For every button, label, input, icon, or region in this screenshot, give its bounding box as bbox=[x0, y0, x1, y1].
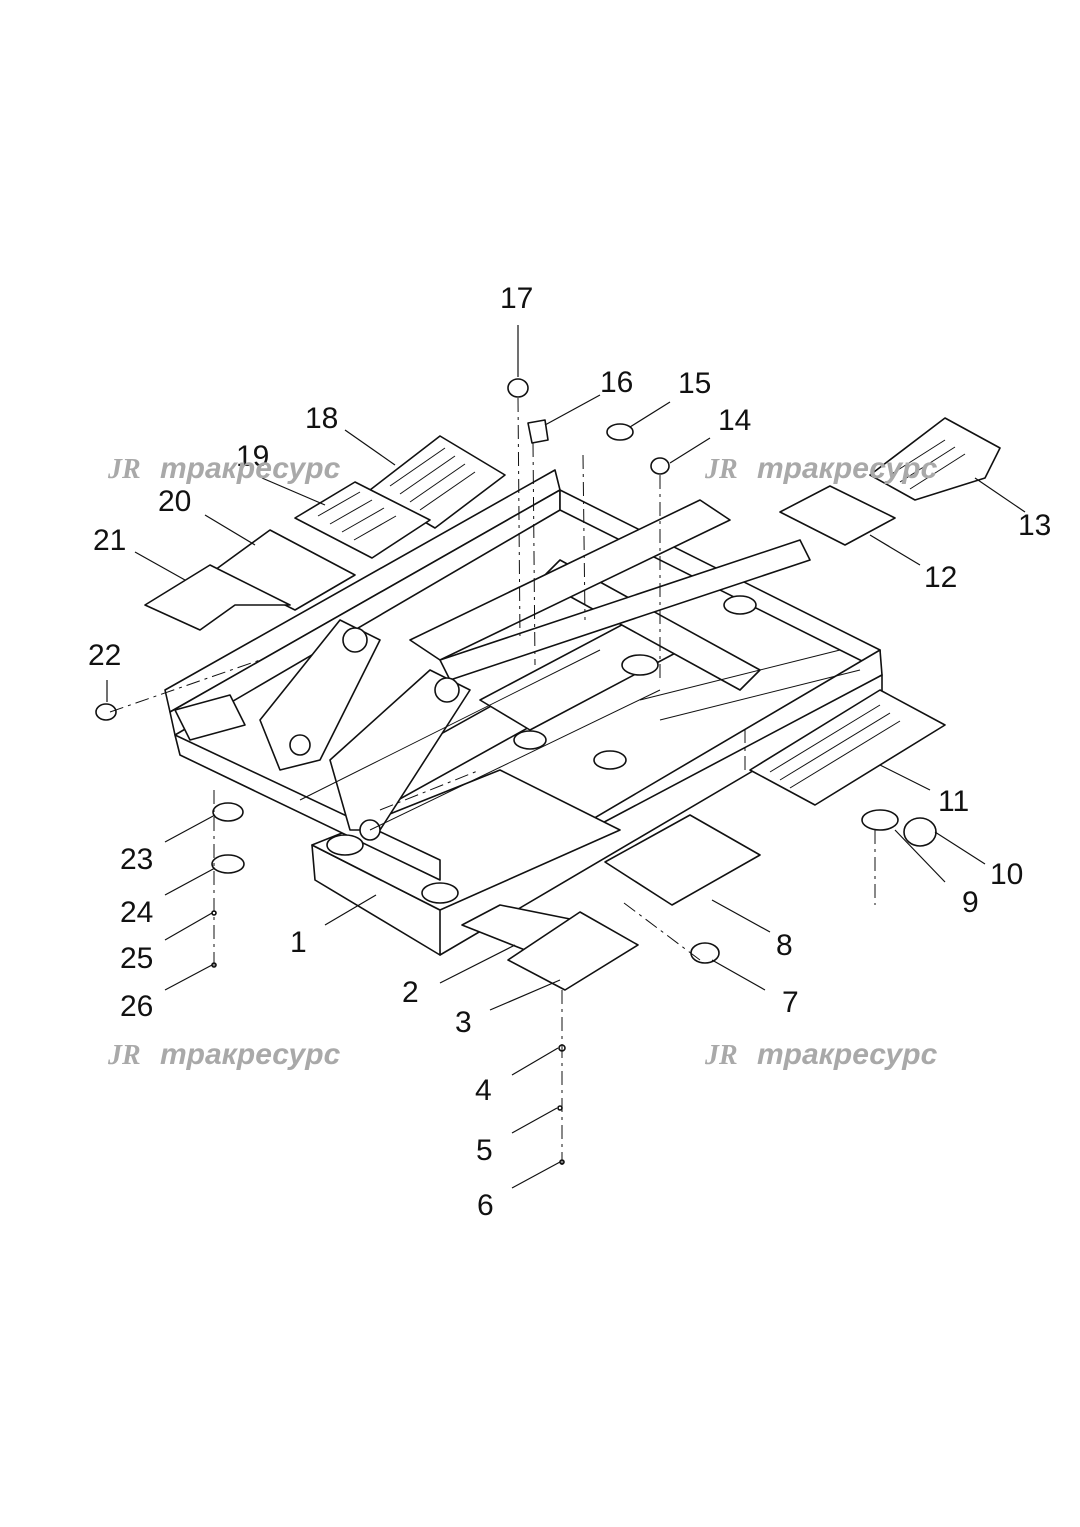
watermark-logo: JR bbox=[107, 1040, 141, 1071]
washer-5 bbox=[557, 1105, 563, 1111]
callout-19: 19 bbox=[236, 440, 269, 473]
callout-12: 12 bbox=[924, 561, 957, 594]
watermark-text: тракресурс bbox=[757, 1038, 938, 1071]
callout-22: 22 bbox=[88, 639, 121, 672]
seal-9 bbox=[861, 809, 899, 831]
watermark-bottom-right: JR тракресурс bbox=[704, 1038, 938, 1071]
callout-23: 23 bbox=[120, 843, 153, 876]
ring-10 bbox=[903, 817, 937, 847]
cover-plate-11 bbox=[749, 689, 946, 806]
cover-plate-21 bbox=[144, 564, 291, 631]
callout-6: 6 bbox=[477, 1189, 494, 1222]
seal-7 bbox=[690, 942, 720, 964]
callout-26: 26 bbox=[120, 990, 153, 1023]
callout-labels: 1 2 3 4 5 6 7 8 9 10 11 12 13 14 15 16 1… bbox=[88, 282, 1051, 1222]
callout-14: 14 bbox=[718, 404, 751, 437]
callout-10: 10 bbox=[990, 858, 1023, 891]
callout-16: 16 bbox=[600, 366, 633, 399]
callout-2: 2 bbox=[402, 976, 419, 1009]
cover-plate-8 bbox=[604, 814, 761, 906]
seal-23 bbox=[212, 802, 244, 822]
callout-8: 8 bbox=[776, 929, 793, 962]
callout-11: 11 bbox=[938, 785, 969, 818]
callout-7: 7 bbox=[782, 986, 799, 1019]
watermark-top-left: JR тракресурс bbox=[107, 452, 341, 485]
watermark-text: тракресурс bbox=[160, 1038, 341, 1071]
watermark-bottom-left: JR тракресурс bbox=[107, 1038, 341, 1071]
leader-lines bbox=[106, 325, 1026, 1189]
cover-plate-3 bbox=[507, 911, 639, 991]
callout-15: 15 bbox=[678, 367, 711, 400]
main-frame bbox=[164, 469, 883, 956]
callout-13: 13 bbox=[1018, 509, 1051, 542]
callout-3: 3 bbox=[455, 1006, 472, 1039]
callout-1: 1 bbox=[290, 926, 307, 959]
callout-25: 25 bbox=[120, 942, 153, 975]
callout-24: 24 bbox=[120, 896, 153, 929]
bracket-16 bbox=[527, 419, 549, 444]
watermark-logo: JR bbox=[704, 454, 738, 485]
watermark-logo: JR bbox=[107, 454, 141, 485]
watermark-text: тракресурс bbox=[160, 452, 341, 485]
plate-24 bbox=[211, 854, 245, 874]
cover-plate-12 bbox=[779, 485, 896, 546]
grommet-22 bbox=[95, 703, 117, 721]
watermark-top-right: JR тракресурс bbox=[704, 452, 938, 485]
watermark-logo: JR bbox=[704, 1040, 738, 1071]
callout-5: 5 bbox=[476, 1134, 493, 1167]
grommet-14 bbox=[650, 457, 670, 475]
grommet-17 bbox=[507, 378, 529, 398]
callout-17: 17 bbox=[500, 282, 533, 315]
grommet-15 bbox=[606, 423, 634, 441]
cover-plate-13 bbox=[869, 417, 1001, 501]
callout-9: 9 bbox=[962, 886, 979, 919]
assembly-lines bbox=[109, 397, 876, 1165]
callout-18: 18 bbox=[305, 402, 338, 435]
callout-4: 4 bbox=[475, 1074, 492, 1107]
callout-21: 21 bbox=[93, 524, 126, 557]
watermark-text: тракресурс bbox=[757, 452, 938, 485]
callout-20: 20 bbox=[158, 485, 191, 518]
cover-plate-19 bbox=[294, 481, 431, 559]
